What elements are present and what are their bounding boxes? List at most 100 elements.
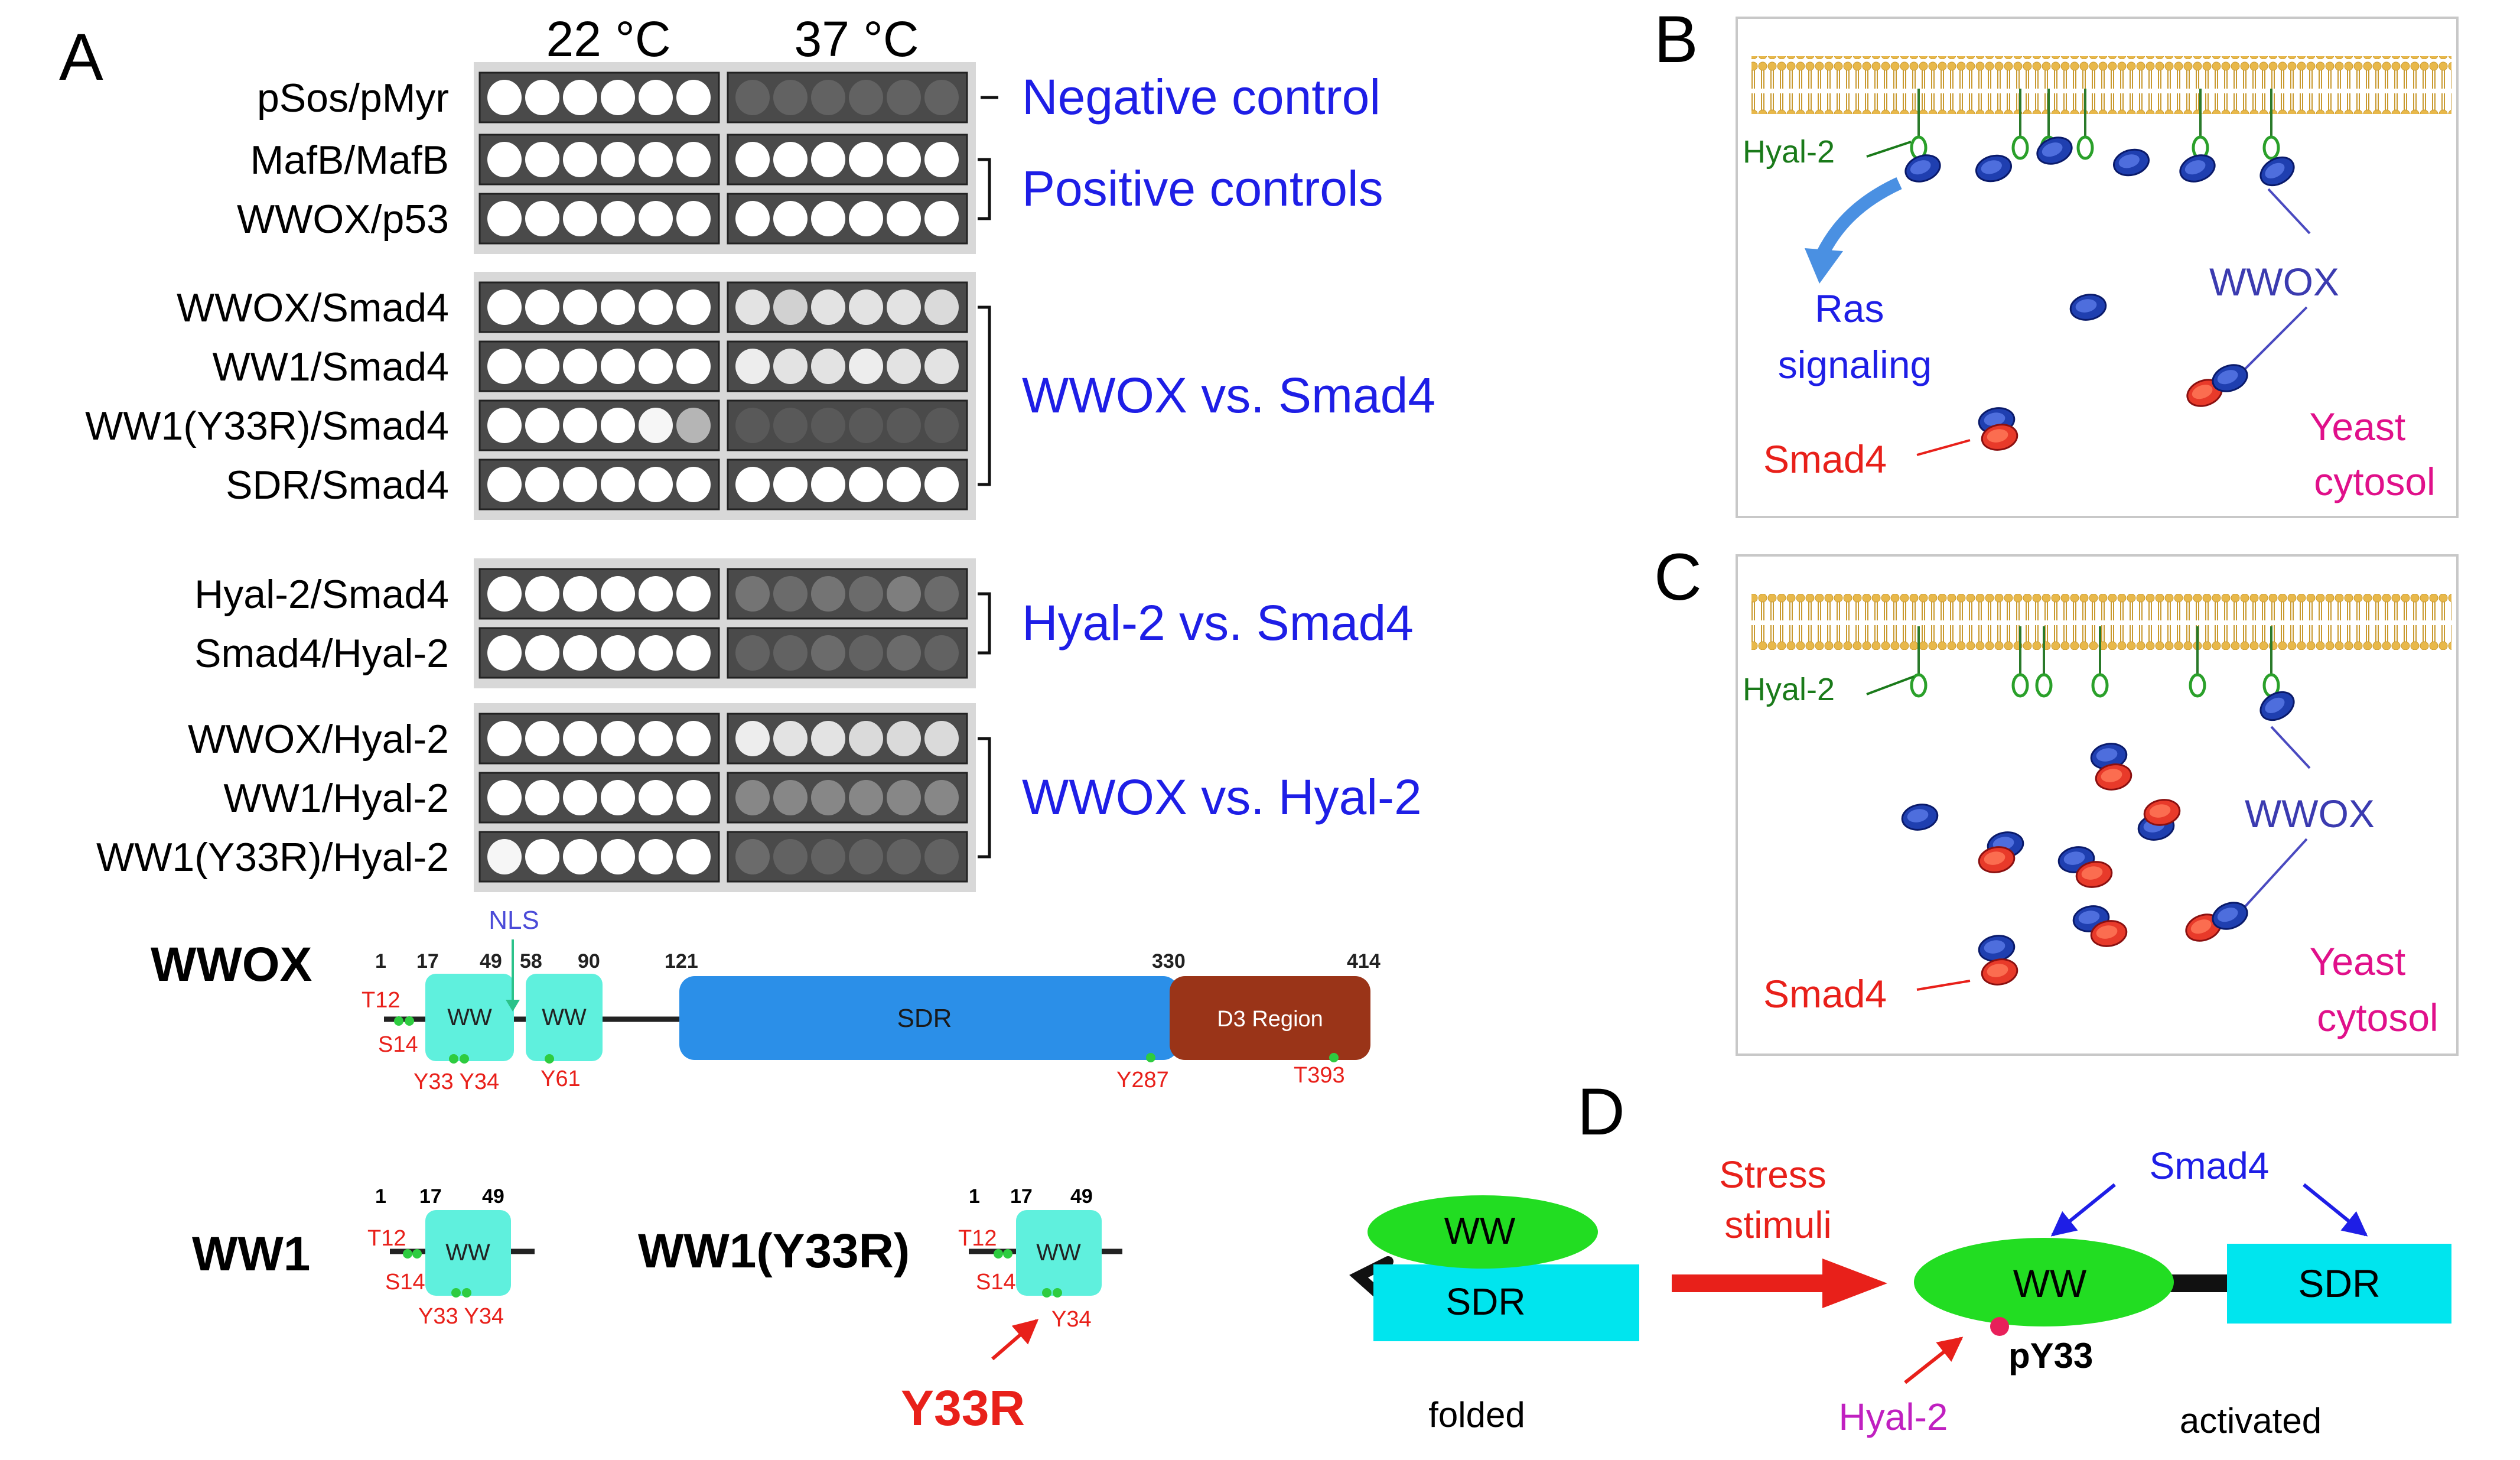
wwox-ww1-label: WW (447, 1004, 492, 1030)
ras-signaling-arrow (1816, 177, 1902, 257)
ww1-pos-17: 17 (419, 1185, 442, 1208)
yeast-spot (525, 839, 559, 874)
yeast-spot (676, 576, 711, 612)
yeast-spot (773, 721, 808, 756)
yeast-spot (773, 142, 808, 177)
yeast-plates (474, 62, 976, 892)
annotation-bracket (978, 158, 991, 220)
yeast-spot (811, 467, 845, 502)
stress-label: Stress stimuli (1719, 1153, 1837, 1246)
yeast-spot (639, 780, 673, 815)
plate-row-label: WW1/Smad4 (212, 344, 449, 389)
wwox-ww1-domain (425, 974, 514, 1061)
yeast-spot (887, 201, 921, 236)
yeast-spot (563, 576, 597, 612)
yeast-spot (639, 201, 673, 236)
temp-37-header: 37 °C (794, 11, 919, 67)
yeast-spot (773, 349, 808, 384)
protein-highlight (1981, 160, 2002, 174)
site-dot (449, 1054, 458, 1064)
site-dot (1329, 1053, 1339, 1062)
yeast-spot (639, 576, 673, 612)
panel-b-proteins (1904, 136, 2295, 451)
yeast-spot (563, 408, 597, 443)
yeast-spot (639, 839, 673, 874)
yeast-spot (924, 721, 959, 756)
protein-highlight (2096, 748, 2118, 762)
yeast-spot (639, 290, 673, 325)
panel-c-hyal2-pointer (1866, 675, 1915, 695)
yeast-spot (924, 780, 959, 815)
yeast-spot (676, 408, 711, 443)
site-dot (460, 1054, 469, 1064)
yeast-spot (811, 80, 845, 115)
panel-c-hyal2-label: Hyal-2 (1743, 672, 1835, 707)
ww1-pos-1: 1 (375, 1185, 386, 1208)
hyal2-label: Hyal-2 (1839, 1396, 1948, 1438)
protein-highlight (2101, 769, 2122, 782)
panel-c: C Hyal-2 WWOX Smad4 Yeast cytosol (1654, 540, 2459, 1056)
yeast-spot (639, 142, 673, 177)
yeast-spot (601, 201, 635, 236)
plate-annotation: WWOX vs. Hyal-2 (1022, 769, 1422, 825)
protein-highlight (2078, 911, 2100, 924)
plate-row-label: WW1/Hyal-2 (223, 776, 449, 821)
yeast-spot (811, 839, 845, 874)
yeast-spot (487, 467, 522, 502)
ras-signaling-arrow-head (1805, 248, 1843, 284)
yeast-spot (849, 721, 883, 756)
yeast-spot (849, 290, 883, 325)
yeast-spot (525, 635, 559, 671)
yeast-spot (735, 576, 770, 612)
yeast-spot (924, 408, 959, 443)
yeast-spot (563, 142, 597, 177)
activated-sdr-box (2227, 1244, 2451, 1324)
plate-annotation: Hyal-2 vs. Smad4 (1022, 595, 1414, 651)
yeast-spot (525, 201, 559, 236)
yeast-spot (811, 408, 845, 443)
protein-highlight (1910, 160, 1931, 175)
yeast-spot (601, 576, 635, 612)
yeast-spot (811, 142, 845, 177)
panel-b-yeast-label: Yeast cytosol (2309, 405, 2435, 503)
yeast-spot (676, 839, 711, 874)
annotation-bracket (978, 592, 991, 655)
yeast-spot (639, 467, 673, 502)
nls-label: NLS (489, 906, 539, 935)
panel-c-yeast-label: Yeast cytosol (2309, 939, 2438, 1039)
wwox-ww2-domain (526, 974, 603, 1061)
yeast-spot (601, 80, 635, 115)
yeast-spot (639, 349, 673, 384)
yeast-spot (773, 635, 808, 671)
yeast-spot (525, 721, 559, 756)
ww1-y33r-ww-label: WW (1036, 1240, 1081, 1266)
yeast-spot (887, 142, 921, 177)
wwox-sdr-domain (679, 976, 1178, 1060)
hyal2-receptor-head (1910, 673, 1928, 698)
yeast-spot (773, 290, 808, 325)
protein-highlight (2217, 908, 2238, 922)
yeast-spot (735, 142, 770, 177)
yeast-spot (849, 80, 883, 115)
pos-330: 330 (1152, 950, 1186, 973)
yeast-spot (924, 80, 959, 115)
panel-c-proteins (1901, 691, 2295, 986)
plate-row-label: Smad4/Hyal-2 (194, 631, 449, 676)
panel-letter-d: D (1577, 1075, 1625, 1149)
plate-row-label: WWOX/Smad4 (177, 285, 449, 330)
yeast-spot (887, 576, 921, 612)
yeast-spot (887, 635, 921, 671)
protein-highlight (2096, 925, 2118, 939)
yeast-spot (563, 349, 597, 384)
hyal2-arrow (1904, 1337, 1964, 1384)
panel-a: A 22 °C 37 °C pSos/pMyrMafB/MafBWWOX/p53… (59, 11, 1435, 892)
yeast-spot (601, 780, 635, 815)
plate-row-labels: pSos/pMyrMafB/MafBWWOX/p53WWOX/Smad4WW1/… (85, 76, 449, 880)
yeast-spot (601, 349, 635, 384)
plate-row-label: MafB/MafB (250, 138, 449, 183)
protein-highlight (1907, 809, 1929, 822)
mutation-label: Y33R (901, 1380, 1025, 1436)
temp-22-header: 22 °C (546, 11, 670, 67)
folded-sdr-box (1373, 1264, 1639, 1341)
yeast-spot (924, 839, 959, 874)
